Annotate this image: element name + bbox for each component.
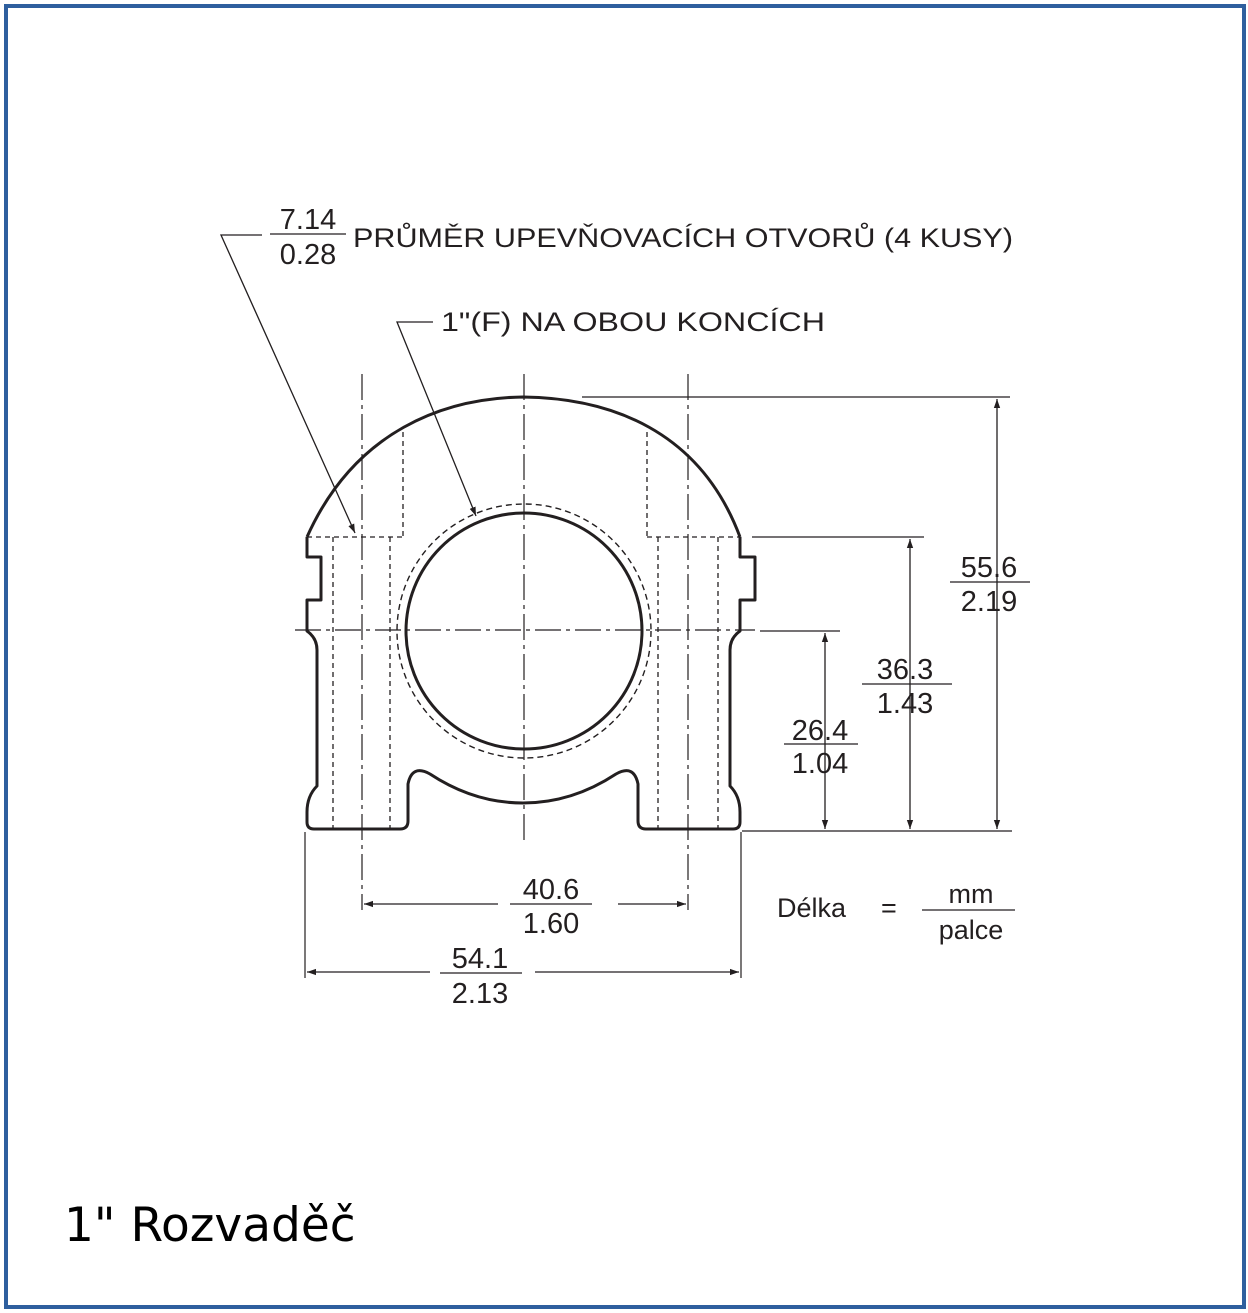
- center-height-in: 1.04: [792, 748, 848, 780]
- legend-mm: mm: [949, 879, 994, 909]
- legend-label: Délka: [777, 893, 847, 923]
- left-side-profile: [305, 537, 757, 831]
- mounting-hole-in: 0.28: [280, 239, 336, 271]
- hole-spacing-in: 1.60: [523, 908, 579, 940]
- dome-arc: [305, 395, 742, 538]
- hole-spacing-dimension: 40.6 1.60: [510, 874, 592, 940]
- mounting-hole-leader: [219, 234, 356, 534]
- units-legend: Délka = mm palce: [777, 879, 1015, 945]
- page-frame: [4, 4, 1246, 1309]
- legend-equals: =: [881, 893, 897, 923]
- hidden-lines: [307, 432, 740, 829]
- mounting-hole-mm: 7.14: [280, 204, 336, 236]
- thread-circle: [396, 503, 652, 759]
- drawing-title: 1" Rozvaděč: [64, 1198, 356, 1253]
- overall-height-dimension: 55.6 2.19: [950, 552, 1030, 618]
- mounting-hole-label: PRŮMĚR UPEVŇOVACÍCH OTVORŮ (4 KUSY): [353, 221, 1013, 253]
- center-lines: [295, 374, 755, 910]
- center-height-mm: 26.4: [792, 715, 848, 747]
- overall-height-in: 2.19: [961, 586, 1017, 618]
- extension-lines: [304, 396, 1012, 978]
- upper-height-in: 1.43: [877, 688, 933, 720]
- overall-height-mm: 55.6: [961, 552, 1017, 584]
- leaders: [219, 234, 477, 534]
- legend-palce: palce: [939, 915, 1004, 945]
- overall-width-dimension: 54.1 2.13: [440, 943, 522, 1010]
- hole-spacing-mm: 40.6: [523, 874, 579, 906]
- dimension-lines: [307, 399, 1001, 976]
- center-height-dimension: 26.4 1.04: [784, 715, 858, 780]
- port-leader: [396, 321, 477, 517]
- mounting-hole-dimension: 7.14 0.28: [270, 204, 346, 271]
- overall-width-mm: 54.1: [452, 943, 508, 975]
- upper-height-dimension: 36.3 1.43: [862, 654, 952, 720]
- upper-height-mm: 36.3: [877, 654, 933, 686]
- port-label: 1"(F) NA OBOU KONCÍCH: [441, 307, 825, 337]
- overall-width-in: 2.13: [452, 978, 508, 1010]
